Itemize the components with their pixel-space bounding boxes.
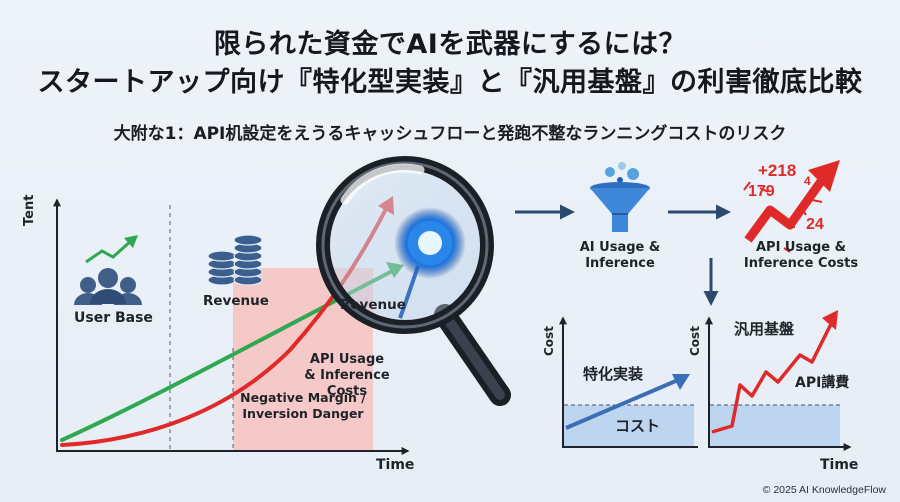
user-base-icon [74,268,142,305]
spike-numbers: +218 4 179 ? 24 [748,161,824,233]
specialized-line-label: 特化実装 [583,365,644,383]
main-title-line-2: スタートアップ向け『特化型実装』と『汎用基盤』の利害徹底比較 [37,67,863,98]
user-growth-arrow-icon [85,235,138,264]
user-base-label: User Base [74,310,153,326]
ai-glow-orb-icon [394,207,466,319]
general-top-label: 汎用基盤 [734,320,795,338]
specialized-area-label: コスト [615,417,661,435]
api-cost-label: API Usage & Inference Costs [304,352,390,399]
left-y-axis-label: Tent [22,194,37,226]
spike-number-4: ? [790,215,799,231]
specialized-cost-area [564,405,694,447]
general-y-axis-label: Cost [688,326,702,356]
subtitle: 大附な1：API机設定をえうるキャッシュフローと発跑不整なランニングコストのリス… [113,124,787,144]
copyright-notice: © 2025 AI KnowledgeFlow [762,484,886,496]
general-cost-line [711,321,834,434]
cost-spike-icon [743,160,840,253]
revenue-label-2: Revenue [340,297,406,313]
magnifying-glass-icon [316,156,511,406]
specialized-trend-line [565,378,679,430]
specialized-trend-arrowhead [672,374,690,390]
coin-stack-icon [207,234,263,286]
revenue-label-1: Revenue [203,293,269,309]
specialized-y-axis-label: Cost [542,326,556,356]
spike-label: API Usage & Inference Costs [743,240,859,271]
general-cost-arrowhead [822,310,838,330]
funnel-icon [590,162,650,232]
general-chart [705,310,852,451]
general-x-axis-label: Time [820,457,859,473]
spike-number-5: 24 [806,216,824,233]
spike-number-3: 179 [748,183,775,200]
left-x-axis-label: Time [376,457,415,473]
main-title-line-1: 限られた資金でAIを武器にするには？ [213,29,687,60]
spike-number-1: +218 [758,161,796,180]
general-line-label: API講費 [795,375,850,391]
danger-label: Negative Margin / Inversion Danger [240,390,366,421]
spike-number-2: 4 [804,174,811,188]
specialized-chart [559,316,698,448]
funnel-label: AI Usage & Inference [579,240,661,271]
